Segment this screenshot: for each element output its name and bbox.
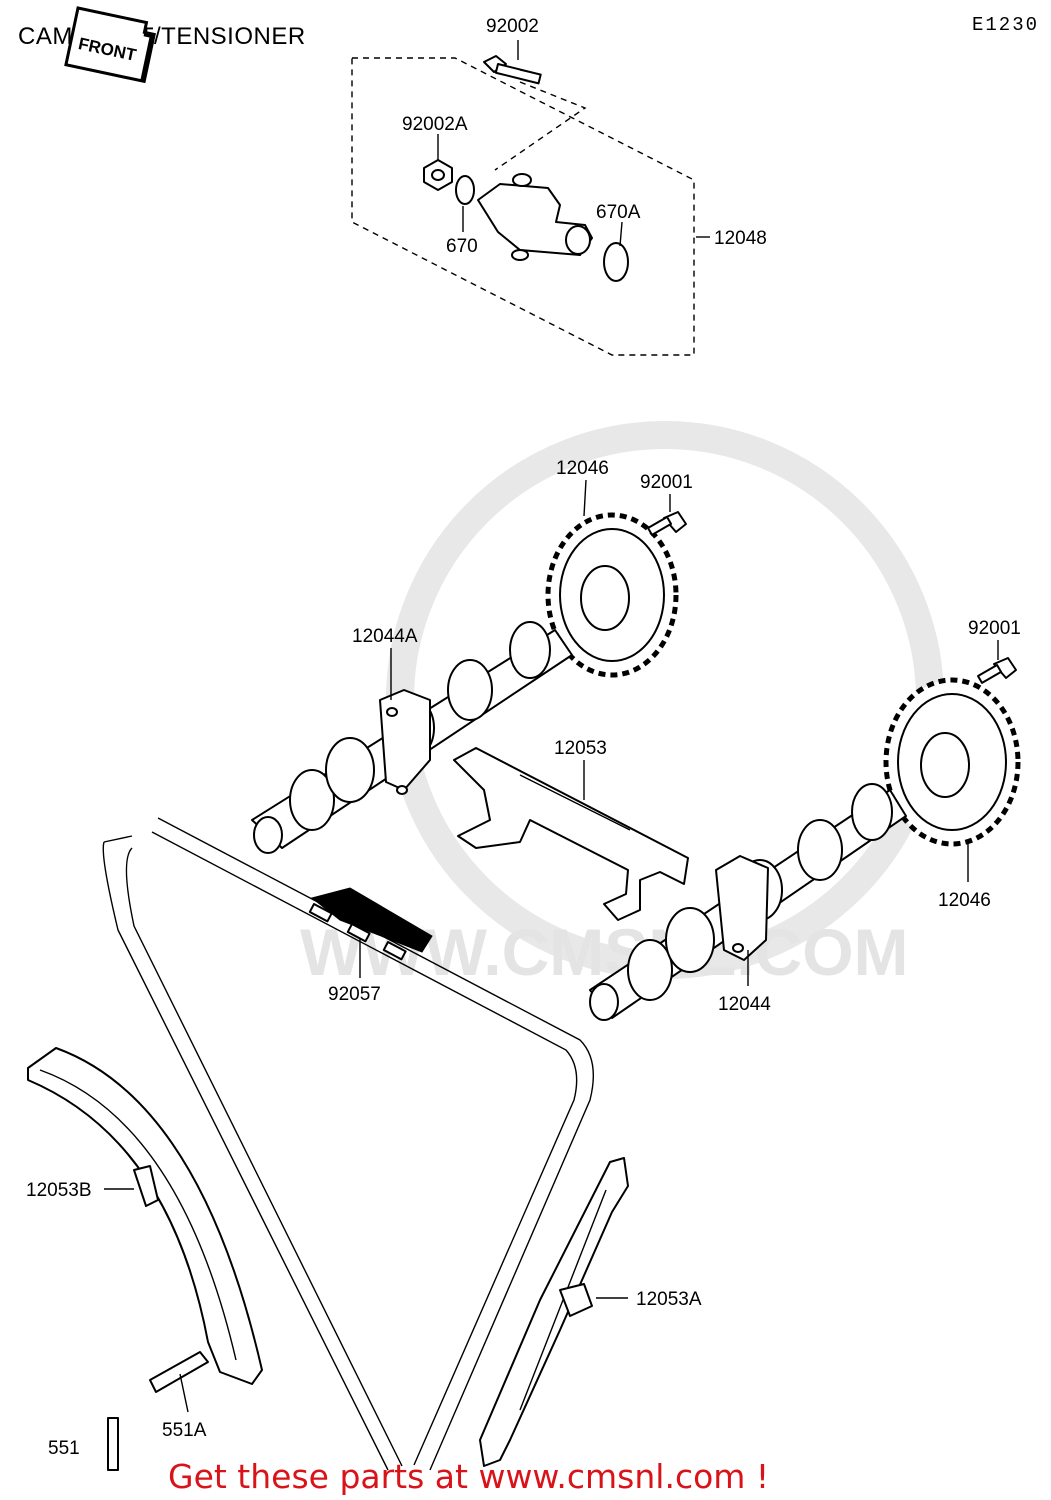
tensioner-assembly-box — [351, 57, 695, 356]
page-title: CAMSHAFT/TENSIONER — [18, 23, 306, 50]
callout-92001-right: 92001 — [968, 618, 1021, 639]
guide-12053A-part — [479, 1157, 629, 1467]
tensioner-body-part — [477, 173, 593, 261]
callout-92002: 92002 — [486, 16, 539, 37]
callout-92002A: 92002A — [402, 114, 468, 135]
callout-12053B: 12053B — [26, 1180, 92, 1201]
camshaft-12044A-part — [251, 621, 573, 854]
bolt-92001-upper-part — [646, 511, 687, 536]
leader-lines — [104, 40, 999, 1413]
pin-551A-part — [149, 1351, 209, 1393]
cam-chain-92057-part — [102, 817, 595, 1471]
bolt-92001-right-part — [977, 657, 1017, 684]
callout-12048: 12048 — [714, 228, 767, 249]
callout-92057: 92057 — [328, 984, 381, 1005]
oring-670A-part — [603, 242, 629, 282]
callout-670A: 670A — [596, 202, 641, 223]
callout-670: 670 — [446, 236, 478, 257]
callout-551: 551 — [48, 1438, 80, 1459]
callout-551A: 551A — [162, 1420, 207, 1441]
cmsnl-promo-banner[interactable]: Get these parts at www.cmsnl.com ! — [168, 1457, 769, 1496]
front-arrow-tag: FRONT — [64, 6, 156, 84]
figure-code: E1230 — [972, 14, 1039, 36]
callout-12053: 12053 — [554, 738, 607, 759]
callout-12046-right: 12046 — [938, 890, 991, 911]
guide-12053B-part — [27, 1047, 263, 1385]
pin-551-part — [107, 1417, 119, 1471]
callout-92001-upper: 92001 — [640, 472, 693, 493]
oring-670-part — [455, 175, 475, 205]
camshaft-12044-part — [589, 783, 907, 1021]
callout-12046-upper: 12046 — [556, 458, 609, 479]
bolt-92002-part — [483, 55, 542, 85]
callout-12053A: 12053A — [636, 1289, 702, 1310]
guide-12053-part — [453, 747, 689, 921]
nut-92002A-part — [423, 159, 453, 191]
callout-12044A: 12044A — [352, 626, 418, 647]
sprocket-12046-right-part — [883, 677, 1021, 847]
sprocket-12046-upper-part — [545, 512, 679, 678]
callout-12044: 12044 — [718, 994, 771, 1015]
